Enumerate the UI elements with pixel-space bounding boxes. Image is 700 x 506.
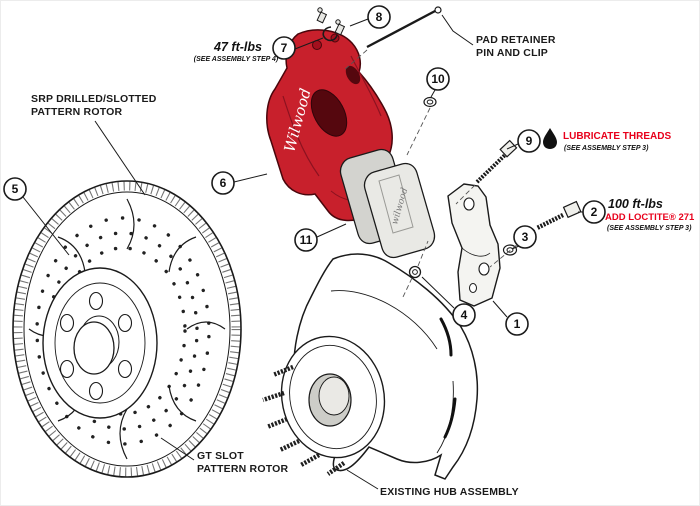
svg-text:3: 3	[522, 230, 529, 244]
torque-100-note: (SEE ASSEMBLY STEP 3)	[607, 225, 692, 232]
callout-5: 5	[3, 177, 27, 201]
wheel-studs	[262, 364, 346, 476]
lubricate-threads-label: LUBRICATE THREADS	[563, 131, 671, 142]
bleed-screws	[316, 7, 346, 36]
svg-text:2: 2	[591, 205, 598, 219]
callout-9: 9	[517, 129, 541, 153]
callout-1: 1	[505, 312, 529, 336]
mount-bolt-item9	[475, 139, 518, 184]
gt-slot-label-line1: GT SLOT	[197, 450, 244, 462]
callout-11: 11	[294, 228, 318, 252]
oring-item4	[408, 265, 422, 279]
mount-bolt-item2	[535, 200, 582, 231]
svg-text:4: 4	[461, 308, 468, 322]
lubricate-threads-note: (SEE ASSEMBLY STEP 3)	[564, 145, 649, 152]
pad-retainer-label-line2: PIN AND CLIP	[476, 47, 548, 59]
callout-8: 8	[367, 5, 391, 29]
rotor-rim-hatch	[13, 181, 241, 477]
callout-2: 2	[582, 200, 606, 224]
rotor-center-bore	[73, 321, 115, 375]
svg-text:5: 5	[12, 182, 19, 196]
callout-6: 6	[211, 171, 235, 195]
torque-100-label: 100 ft-lbs	[608, 197, 663, 211]
torque-47-label: 47 ft-lbs	[213, 40, 262, 54]
caliper-mount-bracket	[447, 183, 501, 307]
brake-pads: wilwood	[339, 148, 436, 259]
hub-shield-slots	[439, 317, 457, 439]
rotor-lug-holes	[59, 291, 133, 401]
callout-4: 4	[452, 303, 476, 327]
svg-text:1: 1	[514, 317, 521, 331]
pad-retainer-label-line1: PAD RETAINER	[476, 34, 556, 46]
callout-3: 3	[513, 225, 537, 249]
retainer-clip	[322, 26, 338, 42]
svg-text:9: 9	[526, 134, 533, 148]
washer-item10	[423, 96, 437, 108]
svg-text:11: 11	[300, 233, 313, 247]
rotor-drill-pattern	[35, 216, 211, 446]
lubricant-drop-icon	[543, 128, 557, 149]
svg-text:7: 7	[281, 41, 288, 55]
leader-lines	[22, 14, 583, 490]
svg-text:10: 10	[431, 72, 445, 86]
srp-rotor-label-line1: SRP DRILLED/SLOTTED	[31, 93, 157, 105]
existing-hub-assembly	[262, 253, 479, 480]
caliper-window	[310, 89, 348, 137]
srp-rotor-label-line2: PATTERN ROTOR	[31, 106, 122, 118]
existing-hub-label: EXISTING HUB ASSEMBLY	[380, 486, 519, 498]
svg-text:6: 6	[220, 176, 227, 190]
svg-text:8: 8	[376, 10, 383, 24]
callout-7: 7	[272, 36, 296, 60]
drilled-slotted-rotor	[12, 180, 242, 478]
gt-slot-label-line2: PATTERN ROTOR	[197, 463, 288, 475]
pad-retainer-pin	[316, 6, 442, 49]
callout-10: 10	[426, 67, 450, 91]
torque-47-note: (SEE ASSEMBLY STEP 4)	[194, 56, 279, 63]
add-loctite-label: ADD LOCTITE® 271	[605, 212, 695, 223]
